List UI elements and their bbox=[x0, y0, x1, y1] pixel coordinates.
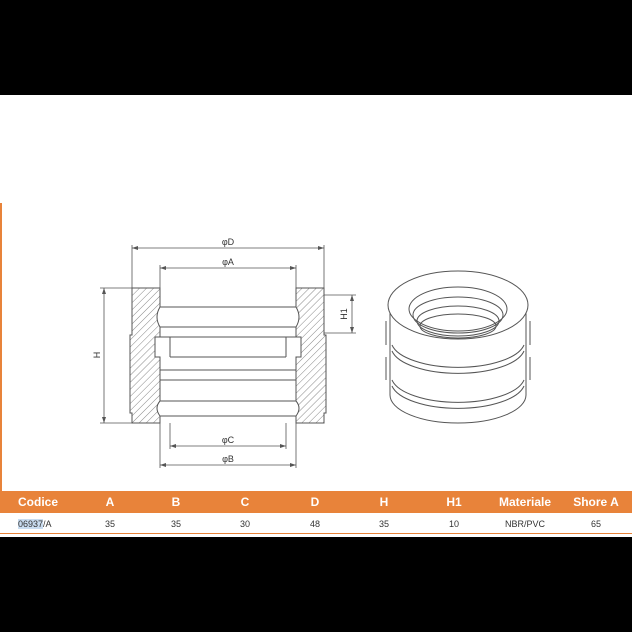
technical-drawing: φD φA φC φB bbox=[92, 237, 531, 468]
code-selected-text[interactable]: 06937 bbox=[18, 519, 44, 529]
dimension-h1: H1 bbox=[324, 294, 356, 334]
header-codice: Codice bbox=[18, 495, 59, 509]
dim-label-phi-b: φB bbox=[222, 454, 234, 464]
datasheet-page: φD φA φC φB bbox=[0, 95, 632, 537]
dimension-phi-b: φB bbox=[159, 423, 297, 468]
cell-materiale: NBR/PVC bbox=[504, 519, 545, 529]
header-h1: H1 bbox=[446, 495, 462, 509]
dimension-h: H bbox=[92, 287, 132, 424]
dimension-phi-c: φC bbox=[169, 423, 287, 449]
dim-label-h: H bbox=[92, 352, 102, 359]
header-d: D bbox=[310, 495, 320, 509]
cell-b: 35 bbox=[170, 519, 181, 529]
dim-label-phi-c: φC bbox=[222, 435, 235, 445]
header-c: C bbox=[240, 495, 250, 509]
dimension-phi-d: φD bbox=[131, 237, 325, 288]
dim-label-h1: H1 bbox=[339, 308, 349, 320]
dim-label-phi-d: φD bbox=[222, 237, 235, 247]
cell-shore-a: 65 bbox=[590, 519, 601, 529]
cell-codice[interactable]: 06937/A bbox=[18, 515, 98, 533]
section-right-wall bbox=[295, 287, 327, 424]
header-b: B bbox=[171, 495, 181, 509]
cell-h1: 10 bbox=[448, 519, 459, 529]
accent-border bbox=[0, 203, 2, 501]
section-left-wall bbox=[129, 287, 161, 424]
header-a: A bbox=[105, 495, 115, 509]
cell-d: 48 bbox=[309, 519, 320, 529]
table-row: 06937/A 35 35 30 48 35 10 NBR/PVC 65 bbox=[0, 515, 632, 534]
dim-label-phi-a: φA bbox=[222, 257, 234, 267]
cell-h: 35 bbox=[378, 519, 389, 529]
perspective-view bbox=[385, 270, 531, 424]
section-view bbox=[129, 287, 327, 424]
header-materiale: Materiale bbox=[498, 495, 552, 509]
header-shore-a: Shore A bbox=[573, 495, 619, 509]
dimension-phi-a: φA bbox=[159, 257, 297, 288]
cell-c: 30 bbox=[239, 519, 250, 529]
header-h: H bbox=[379, 495, 389, 509]
cell-a: 35 bbox=[104, 519, 115, 529]
code-suffix: /A bbox=[43, 519, 52, 529]
spec-table-header: Codice A B C D H H1 Materiale Shore A bbox=[0, 491, 632, 513]
